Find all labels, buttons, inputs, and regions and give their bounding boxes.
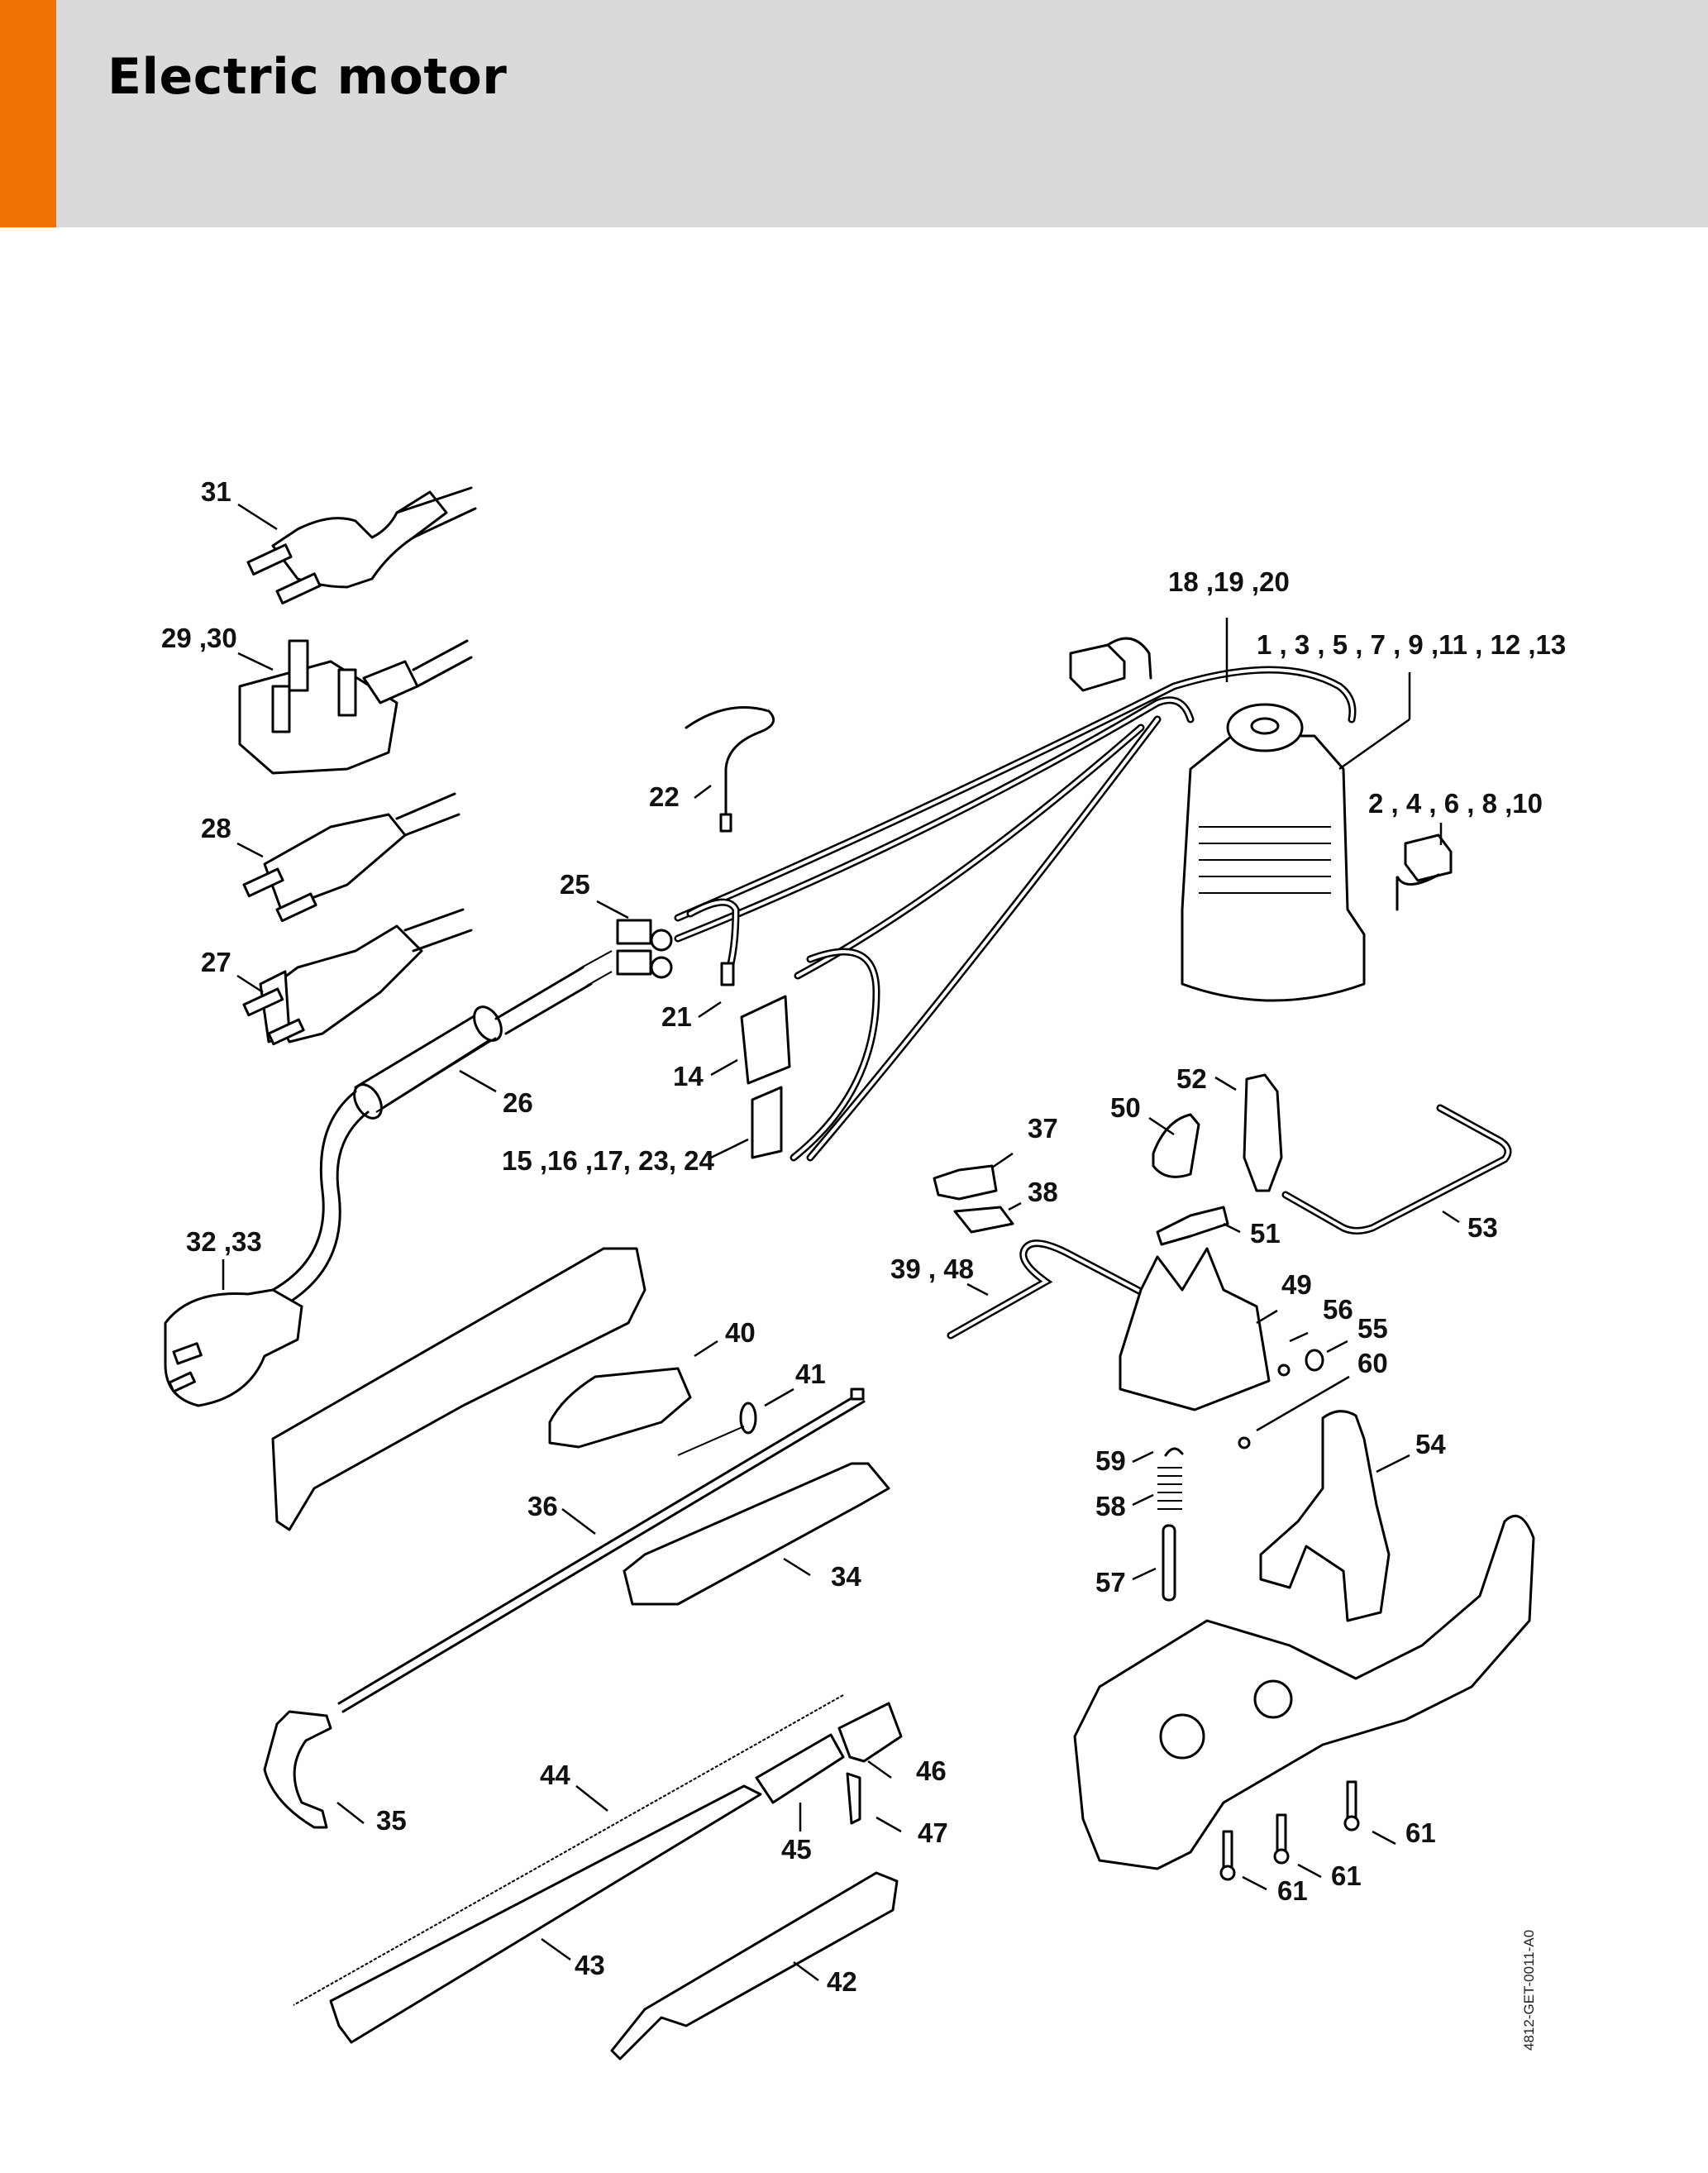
header-accent-bar [0,0,56,227]
torsion-spring-60-drawing [1238,1375,1350,1449]
callout-59[interactable]: 59 [1095,1445,1126,1476]
handle-housing-drawing [271,1247,646,1531]
catch-51-drawing [1156,1206,1241,1246]
handle-shell-34-drawing [623,1462,890,1606]
callout-38[interactable]: 38 [1028,1177,1058,1207]
page-header: Electric motor [0,0,1708,227]
callout-50[interactable]: 50 [1110,1092,1141,1123]
callout-47[interactable]: 47 [918,1817,948,1848]
callout-35[interactable]: 35 [376,1805,407,1836]
handle-cover-42-drawing [610,1871,899,2061]
figure-reference-code: 4812-GET-0011-A0 [1521,1929,1537,2051]
callout-32-33[interactable]: 32 ,33 [186,1226,262,1257]
rod-39-48-drawing [947,1239,1157,1340]
carbon-brush-holder-left-drawing [1069,637,1152,692]
throttle-rod-36-drawing [337,1387,866,1713]
callout-49[interactable]: 49 [1281,1269,1312,1300]
callout-57[interactable]: 57 [1095,1567,1126,1598]
callout-36[interactable]: 36 [527,1491,558,1521]
switch-lever-35-drawing [263,1710,365,1829]
electric-motor-1-13-drawing [1181,672,1411,1002]
callout-44[interactable]: 44 [540,1760,570,1790]
clip-47-drawing [846,1772,902,1833]
callout-51[interactable]: 51 [1250,1218,1281,1249]
callout-41[interactable]: 41 [795,1359,826,1389]
callout-27[interactable]: 27 [201,947,231,977]
capacitor-15-24-drawing [710,1086,783,1159]
lever-arm-54-drawing [1259,1410,1410,1622]
callout-14[interactable]: 14 [673,1061,704,1091]
switch-slide-37-drawing [933,1152,1014,1201]
screws-61-drawing [1219,1780,1396,1891]
callout-61-right[interactable]: 61 [1405,1817,1436,1848]
callout-labels: 31 29 ,30 28 27 26 32 ,33 22 25 21 14 15… [0,227,1708,2173]
terminal-block-25-drawing [596,900,673,979]
wire-harness-18-20-drawing [674,618,1357,1162]
callout-15-16-17-23-24[interactable]: 15 ,16 ,17, 23, 24 [502,1145,714,1176]
callout-39-48[interactable]: 39 , 48 [890,1254,974,1284]
callout-21[interactable]: 21 [661,1001,692,1032]
callout-61-left[interactable]: 61 [1277,1875,1308,1906]
callout-54[interactable]: 54 [1415,1429,1446,1459]
callout-40[interactable]: 40 [725,1317,756,1348]
compression-spring-58-drawing [1132,1467,1182,1510]
callout-43[interactable]: 43 [575,1950,605,1980]
callout-26[interactable]: 26 [503,1087,533,1118]
slide-rail-43-drawing [329,1784,762,2044]
e-clip-59-drawing [1132,1447,1184,1464]
callout-45[interactable]: 45 [781,1834,812,1865]
gear-housing-drawing [1073,1514,1535,1870]
callout-34[interactable]: 34 [831,1561,861,1592]
washer-55-drawing [1305,1340,1348,1372]
au-plug-32-33-drawing [164,1259,303,1407]
euro-plug-31-drawing [237,486,477,605]
callout-46[interactable]: 46 [916,1755,947,1786]
slide-52-drawing [1214,1073,1283,1192]
trigger-40-drawing [548,1340,718,1449]
page-title: Electric motor [107,48,508,106]
wire-rod-53-drawing [1281,1104,1512,1235]
bushing-46-drawing [837,1702,903,1779]
uk-plug-29-30-drawing [237,639,473,775]
callout-58[interactable]: 58 [1095,1491,1126,1521]
callout-18-19-20[interactable]: 18 ,19 ,20 [1168,566,1290,597]
lever-38-drawing [953,1201,1022,1234]
callout-31[interactable]: 31 [201,476,231,507]
callout-42[interactable]: 42 [827,1966,857,1997]
cable-26-drawing [271,950,613,1304]
micro-switch-14-drawing [710,995,791,1085]
connector-21-drawing [698,962,735,1019]
callout-52[interactable]: 52 [1176,1063,1207,1094]
spring-56-drawing [1277,1331,1309,1377]
plug-28-drawing [236,792,460,923]
cable-44-drawing [293,1694,844,2006]
callout-55[interactable]: 55 [1357,1313,1388,1344]
callout-28[interactable]: 28 [201,813,231,843]
wire-22-drawing [685,706,775,833]
callout-29-30[interactable]: 29 ,30 [161,623,237,653]
carbon-brush-2-10-drawing [1396,823,1453,911]
callout-1-3-5-7-9-11-12-13[interactable]: 1 , 3 , 5 , 7 , 9 ,11 , 12 ,13 [1257,629,1567,660]
callout-61-middle[interactable]: 61 [1331,1860,1362,1891]
callout-2-4-6-8-10[interactable]: 2 , 4 , 6 , 8 ,10 [1368,788,1543,819]
sleeve-45-drawing [755,1733,845,1832]
pin-57-drawing [1132,1524,1176,1602]
switch-housing-49-drawing [1119,1247,1278,1411]
callout-53[interactable]: 53 [1467,1212,1498,1243]
callout-37[interactable]: 37 [1028,1113,1058,1144]
callout-22[interactable]: 22 [649,781,680,812]
callout-25[interactable]: 25 [560,869,590,900]
callout-60[interactable]: 60 [1357,1348,1388,1378]
switch-lever-50-drawing [1148,1113,1200,1178]
schuko-plug-27-drawing [236,908,473,1046]
torsion-spring-41-drawing [677,1387,794,1456]
callout-56[interactable]: 56 [1323,1294,1353,1325]
